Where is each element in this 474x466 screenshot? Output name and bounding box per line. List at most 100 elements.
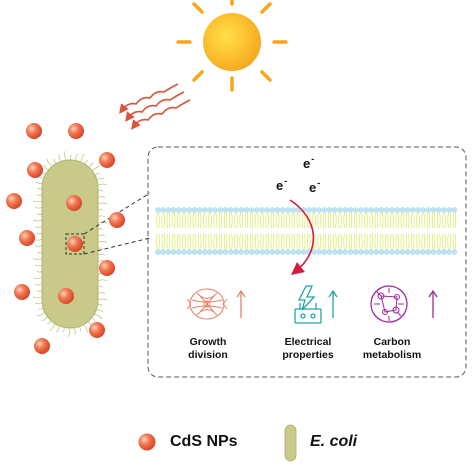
lipid-head [409, 207, 416, 213]
lipid-tail [390, 212, 392, 229]
lipid-tail [434, 212, 436, 229]
lipid-tail [345, 233, 347, 250]
electron-label: e- [303, 154, 315, 171]
lipid-tail [291, 233, 293, 250]
lipid-tail [452, 212, 454, 229]
lipid-tail [392, 212, 394, 229]
lipid-tail [439, 212, 441, 229]
lipid-tail [275, 233, 278, 250]
lipid-head [446, 207, 453, 213]
lipid-tail [174, 233, 176, 250]
cds-nanoparticle [99, 152, 115, 168]
lipid-head [285, 207, 291, 213]
lipid-tail [272, 233, 275, 250]
lipid-tail [260, 212, 262, 229]
lipid-tail [184, 212, 186, 229]
lipid-tail [236, 233, 238, 250]
lipid-tail [382, 212, 384, 229]
lipid-tail [223, 212, 226, 229]
lipid-tail [203, 233, 205, 250]
light-rays-icon [119, 83, 191, 130]
lipid-tail [317, 233, 319, 250]
lipid-tail [426, 212, 428, 229]
lipid-tail [241, 233, 243, 250]
lipid-head [165, 207, 172, 213]
lipid-tail [340, 233, 342, 250]
lipid-tail [171, 233, 174, 250]
lipid-head [326, 207, 333, 213]
lipid-tail [304, 212, 306, 229]
cds-nanoparticle [67, 236, 83, 252]
lipid-head [441, 249, 447, 255]
lipid-tail [397, 212, 399, 229]
lipid-head [383, 249, 390, 255]
lipid-head [175, 207, 182, 213]
lipid-tail [229, 233, 231, 250]
lipid-tail [265, 233, 267, 250]
lipid-tail [272, 212, 275, 229]
lipid-tail [220, 233, 223, 250]
lipid-tail [418, 233, 420, 250]
lipid-tail [361, 233, 363, 250]
fimbria [38, 307, 44, 310]
lipid-head [446, 249, 453, 255]
lipid-head [155, 207, 161, 213]
lipid-head [227, 207, 234, 213]
lipid-head [222, 249, 229, 255]
lipid-head [259, 249, 265, 255]
lipid-tail [423, 212, 425, 229]
lipid-tail [454, 233, 457, 250]
lipid-tail [366, 212, 368, 229]
lipid-tail [174, 212, 176, 229]
lipid-head [347, 207, 354, 213]
lipid-head [238, 207, 244, 213]
lipid-tail [369, 233, 371, 250]
lipid-head [435, 249, 442, 255]
lipid-tail [353, 212, 356, 229]
lipid-tail [322, 233, 324, 250]
lipid-head [201, 249, 208, 255]
lipid-head [165, 249, 172, 255]
fimbria [36, 251, 43, 254]
lipid-tail [345, 212, 347, 229]
lipid-head [290, 249, 297, 255]
lipid-head [300, 249, 307, 255]
lipid-tail [379, 233, 382, 250]
lipid-tail [379, 212, 382, 229]
lipid-tail [267, 212, 269, 229]
lipid-tail [428, 233, 431, 250]
lipid-head [155, 249, 161, 255]
lipid-tail [361, 212, 363, 229]
cds-nanoparticle [68, 123, 84, 139]
lipid-tail [387, 233, 389, 250]
lipid-tail [374, 233, 376, 250]
lipid-head [311, 207, 317, 213]
lipid-tail [385, 212, 387, 229]
lipid-head [363, 249, 369, 255]
lipid-tail [411, 233, 413, 250]
lipid-tail [267, 233, 269, 250]
lipid-head [389, 249, 395, 255]
fimbria [53, 158, 57, 164]
fimbria [91, 318, 96, 322]
lipid-tail [234, 233, 236, 250]
lipid-tail [444, 212, 446, 229]
zoom-line-bottom [83, 237, 151, 255]
lipid-tail [205, 212, 207, 229]
lipid-head [368, 249, 375, 255]
cds-nanoparticle [19, 230, 35, 246]
lipid-tail [397, 233, 399, 250]
lipid-tail [288, 233, 290, 250]
lipid-tail [166, 233, 168, 250]
lipid-head [160, 207, 166, 213]
lipid-head [451, 207, 458, 213]
lipid-head [248, 249, 255, 255]
lipid-head [212, 207, 218, 213]
lipid-tail [421, 233, 423, 250]
fimbria [97, 234, 106, 237]
lipid-tail [324, 233, 327, 250]
lipid-tail [428, 212, 431, 229]
cds-nanoparticle [99, 260, 115, 276]
lipid-tail [281, 212, 283, 229]
lipid-tail [371, 212, 373, 229]
